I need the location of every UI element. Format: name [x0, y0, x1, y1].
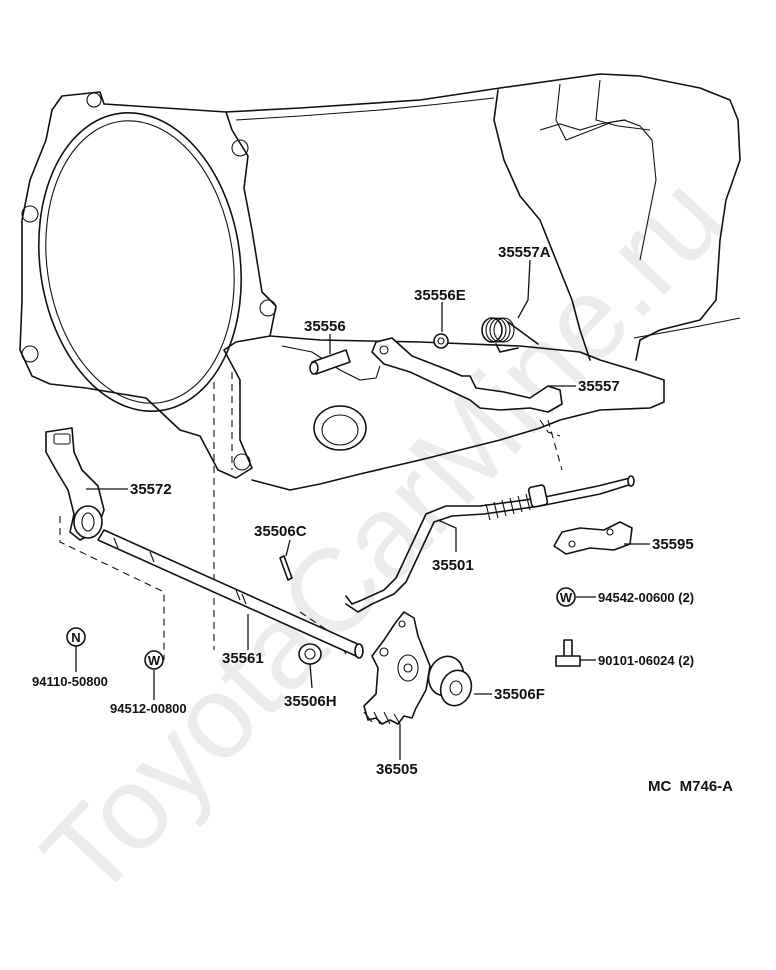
part-35557A-spring	[481, 317, 539, 353]
label-35506C: 35506C	[254, 523, 307, 540]
part-35557-lever	[371, 337, 563, 413]
assembly-guides	[59, 372, 563, 660]
part-36505-sector	[363, 611, 431, 725]
transmission-case	[19, 73, 741, 491]
label-35561: 35561	[222, 650, 264, 667]
part-35506H-bushing	[298, 643, 322, 665]
label-35556: 35556	[304, 318, 346, 335]
label-94512: 94512-00800	[110, 701, 187, 716]
label-90101: 90101-06024 (2)	[598, 653, 694, 668]
part-35572-arm	[45, 427, 105, 541]
label-94542: 94542-00600 (2)	[598, 590, 694, 605]
nut-symbol-94110: N	[66, 627, 86, 647]
svg-text:W: W	[560, 590, 573, 605]
washer-symbol-94512: W	[144, 650, 164, 670]
part-35556-pin	[309, 349, 351, 375]
reference-code: MC M746-A	[648, 778, 733, 795]
label-94110: 94110-50800	[32, 674, 108, 689]
leader-lines	[75, 259, 650, 760]
part-35501-rod	[345, 475, 635, 613]
part-90101-bolt	[555, 639, 581, 667]
label-35595: 35595	[652, 536, 694, 553]
label-36505: 36505	[376, 761, 418, 778]
part-35556E-clip	[433, 333, 449, 349]
label-35506H: 35506H	[284, 693, 337, 710]
label-35557: 35557	[578, 378, 620, 395]
svg-text:W: W	[148, 653, 161, 668]
washer-symbol-94542: W	[556, 587, 576, 607]
label-35501: 35501	[432, 557, 474, 574]
label-35557A: 35557A	[498, 244, 551, 261]
label-35572: 35572	[130, 481, 172, 498]
part-35506F-bushing	[427, 655, 473, 707]
part-35506C-pin	[279, 555, 293, 581]
part-35561-shaft	[97, 529, 364, 659]
svg-text:N: N	[71, 630, 80, 645]
watermark: ToyotaCarMine.ru	[17, 152, 749, 923]
label-35556E: 35556E	[414, 287, 466, 304]
part-35595-bracket	[553, 521, 633, 555]
part-labels: 35557A 35556E 35556 35557 35572 35506C 3…	[32, 244, 733, 795]
label-35506F: 35506F	[494, 686, 545, 703]
